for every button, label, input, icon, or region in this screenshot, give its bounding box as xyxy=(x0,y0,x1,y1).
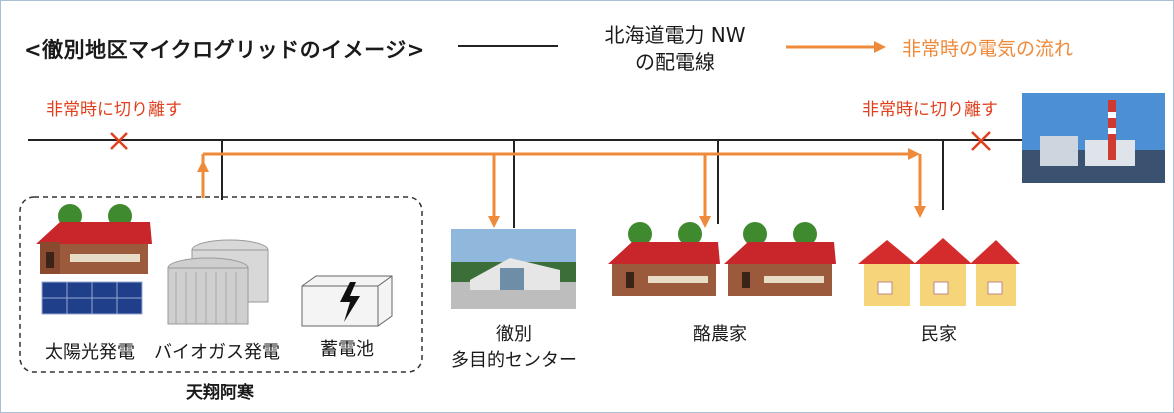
houses-label: 民家 xyxy=(921,324,957,345)
arrow-head-up xyxy=(197,160,209,172)
disconnect-label-left: 非常時に切り離す xyxy=(46,100,182,120)
biogas-label: バイオガス発電 xyxy=(154,342,280,363)
battery-label: 蓄電池 xyxy=(320,339,374,360)
barn-icon xyxy=(36,204,152,274)
page-title: <徹別地区マイクログリッドのイメージ> xyxy=(24,38,425,62)
arrow-head-right xyxy=(908,148,920,160)
solar-label: 太陽光発電 xyxy=(45,342,135,363)
cross-icon-left xyxy=(110,132,128,150)
center-label-1: 徹別 xyxy=(496,324,532,345)
tenshou-group-box xyxy=(19,196,423,373)
solar-panel-icon xyxy=(41,281,143,315)
arrow-head-houses xyxy=(914,206,926,218)
legend-nw-line xyxy=(458,45,558,47)
legend-nw-label: 北海道電力 NW の配電線 xyxy=(575,22,775,76)
legend-nw-line-2: の配電線 xyxy=(635,50,715,74)
legend-flow-label: 非常時の電気の流れ xyxy=(902,38,1074,60)
battery-icon xyxy=(301,275,393,327)
houses-icon xyxy=(858,238,1020,306)
center-label-2: 多目的センター xyxy=(451,350,577,371)
arrow-head-dairy xyxy=(699,216,711,228)
legend-flow-arrow xyxy=(786,41,886,53)
cross-icon-right xyxy=(971,131,991,151)
dairy-barn-icon xyxy=(608,222,836,296)
tenshou-group-label: 天翔阿寒 xyxy=(186,383,254,403)
emergency-flow-arrows xyxy=(201,152,922,218)
biogas-tank-icon xyxy=(167,239,269,325)
power-plant-image xyxy=(1022,93,1165,183)
legend-nw-line-1: 北海道電力 NW xyxy=(604,23,746,47)
disconnect-label-right: 非常時に切り離す xyxy=(862,100,998,120)
community-center-image xyxy=(451,229,576,309)
arrow-head-center xyxy=(488,216,500,228)
dairy-label: 酪農家 xyxy=(693,324,747,345)
